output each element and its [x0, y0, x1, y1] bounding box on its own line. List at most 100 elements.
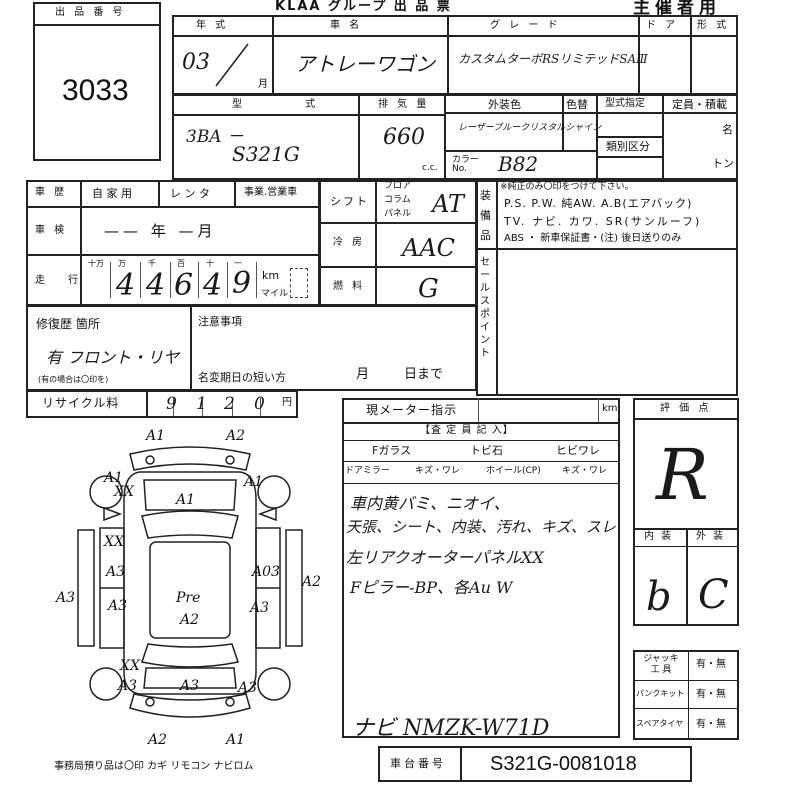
- comment-line-1: 車内黄バミ、ニオイ、: [350, 494, 510, 513]
- repair-label: 修復歴 箇所: [36, 317, 100, 331]
- mark-left-outer-a3: A3: [54, 590, 75, 606]
- recycle-box: [26, 390, 298, 418]
- door-header: ド ア: [646, 20, 679, 31]
- sales-point-label: セールスポイント: [480, 257, 490, 359]
- color-no-label: カラー No.: [452, 155, 480, 174]
- digit-label-1: 一: [234, 259, 242, 268]
- model-box: [172, 94, 738, 180]
- ac-label: 冷 房: [333, 237, 366, 248]
- shift-value: AT: [432, 190, 465, 218]
- mark-rear-a3: A3: [178, 678, 199, 694]
- history-rental: レ ン タ: [170, 187, 210, 200]
- mark-hood-a1: A1: [174, 492, 195, 508]
- digit-label-1k: 千: [148, 259, 156, 268]
- tool-puncture-label: パンクキット: [636, 689, 685, 698]
- exterior-eval-label: 外 装: [696, 531, 726, 542]
- equipment-row-2: TV. ナビ. カワ. SR(サンルーフ): [504, 215, 702, 228]
- inspector-wheel: ホイール(CP): [486, 466, 541, 476]
- recycle-digit-3: 2: [224, 394, 235, 414]
- mark-left-a1: A1: [102, 470, 123, 486]
- chassis-value: S321G-0081018: [490, 753, 637, 775]
- recycle-digit-1: 9: [166, 394, 177, 414]
- car-name-value: アトレーワゴン: [295, 52, 435, 76]
- expiry-month: 月: [356, 367, 370, 382]
- tool-jack-label: ジャッキ 工 具: [643, 654, 679, 675]
- mark-front-left-a1: A1: [144, 428, 165, 444]
- year-month-unit: 月: [258, 79, 268, 90]
- mileage-digit-10k: 4: [116, 268, 136, 303]
- lot-number: 3033: [62, 74, 129, 107]
- car-damage-diagram: A1 A2 A1 XX A1 A1 XX A3 A3 A3 A03 A2 Pre…: [54, 428, 321, 748]
- mark-right-rear-a3: A3: [248, 600, 269, 616]
- evaluation-label: 評 価 点: [660, 403, 712, 414]
- car-body: [123, 471, 257, 695]
- exterior-color-name: レーザーブルークリスタルシャイン: [458, 123, 602, 133]
- grade-value: カスタムターボRSリミテッドSAⅢ: [458, 52, 648, 66]
- equipment-label: 装備品: [480, 189, 491, 242]
- inspection-value: —— 年 —月: [104, 222, 217, 240]
- recycle-label: リサイクル料: [42, 396, 120, 410]
- mark-left-xx-3: XX: [119, 658, 141, 674]
- comment-line-3: 左リアクオーターパネルXX: [346, 548, 544, 567]
- year-slash: [215, 43, 249, 87]
- mark-right-outer-a2: A2: [300, 574, 321, 590]
- model-prefix: 3BA －: [186, 127, 244, 147]
- inspector-mirror-damage: キズ・ワレ: [415, 466, 461, 476]
- expiry-label: 名変期日の短い方: [198, 371, 286, 384]
- mark-left-rear-a3: A3: [106, 598, 127, 614]
- mark-roof-pre: Pre: [175, 590, 200, 606]
- inspector-crack: ヒビワレ: [556, 444, 600, 457]
- inspector-mirror: ドアミラー: [345, 466, 390, 476]
- meter-unit: km: [602, 403, 618, 414]
- mileage-unit-mile: マイル: [261, 289, 289, 299]
- digit-label-100k: 十万: [88, 259, 104, 268]
- evaluation-score: R: [656, 434, 709, 516]
- history-business: 事業.営業車: [244, 187, 298, 198]
- inspector-header: 【査 定 員 記 入】: [420, 425, 514, 436]
- header-org: KLAA グループ 出 品 票: [275, 0, 452, 14]
- car-name-header: 車 名: [330, 20, 363, 31]
- notes-label: 注意事項: [198, 315, 242, 328]
- digit-label-100: 百: [177, 259, 185, 268]
- shift-panel: パネル: [384, 209, 412, 219]
- comment-line-4: Fピラー-BP、各Au W: [350, 578, 513, 597]
- recycle-digit-2: 1: [196, 394, 207, 414]
- mileage-digit-100: 6: [174, 268, 194, 303]
- equipment-row-3: ABS ・ 新車保証書・(注) 後日送りのみ: [504, 233, 682, 244]
- equipment-box: [476, 180, 738, 396]
- mark-left-bottom-a3: A3: [116, 678, 137, 694]
- shift-column: コラム: [384, 195, 411, 205]
- model-header: 型 式: [232, 99, 346, 110]
- year-value: 03: [182, 50, 210, 75]
- comment-line-2: 天張、シート、内装、汚れ、キズ、スレ: [346, 518, 616, 536]
- history-label: 車 歴: [35, 187, 68, 198]
- inspector-box: [342, 398, 620, 738]
- mark-front-right-a2: A2: [224, 428, 245, 444]
- interior-score: b: [646, 574, 672, 620]
- inspection-label: 車 検: [35, 225, 68, 236]
- chassis-label: 車台番号: [390, 757, 446, 770]
- capacity-header: 定員・積載: [672, 98, 727, 111]
- fuel-label: 燃 料: [333, 281, 366, 292]
- exterior-score: C: [698, 572, 729, 618]
- sponsor-label: 主催者用: [633, 0, 721, 18]
- fuel-value: G: [418, 274, 439, 304]
- inspector-fglass: Fガラス: [372, 444, 412, 457]
- navi-note: ナビ NMZK-W71D: [352, 716, 550, 741]
- history-private: 自 家 用: [92, 187, 132, 200]
- tool-spare-label: スペアタイヤ: [636, 719, 684, 728]
- mileage-unit-km: km: [262, 269, 280, 282]
- tool-jack-value: 有・無: [696, 659, 726, 670]
- mark-right-a1: A1: [242, 474, 263, 490]
- mileage-label: 走 行: [35, 275, 89, 286]
- mark-right-bottom-a3: A3: [236, 680, 257, 696]
- capacity-unit-persons: 名: [722, 123, 733, 136]
- equipment-row-1: P.S. P.W. 純AW. A.B(エアバック): [504, 197, 693, 210]
- office-items: 事務局預り品は〇印 カギ リモコン ナビロム: [54, 761, 254, 772]
- ac-value: AAC: [402, 234, 456, 262]
- repair-value: 有 フロント・リヤ: [46, 348, 180, 367]
- mileage-digit-1k: 4: [146, 268, 166, 303]
- mark-left-door-a3: A3: [104, 564, 125, 580]
- form-header: 形 式: [697, 20, 730, 31]
- exterior-header: 外装色: [488, 98, 521, 111]
